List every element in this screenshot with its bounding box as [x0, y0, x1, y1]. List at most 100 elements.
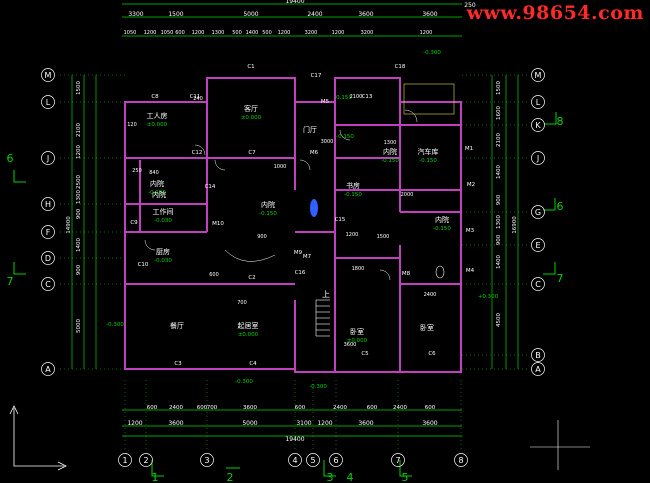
room-name: 厨房 [156, 247, 170, 256]
opening-label: C17 [311, 73, 322, 79]
inner-dimension: 840 [149, 170, 159, 176]
top-dim-row2: 3200 [305, 30, 318, 36]
axis-col-5 [306, 453, 320, 467]
opening-label: C18 [395, 64, 406, 70]
opening-label: M1 [465, 146, 473, 152]
top-dim-row1: 3600 [422, 11, 437, 18]
opening-label: M3 [466, 228, 475, 234]
room-elevation: -0.150 [344, 192, 362, 198]
room-elevation: ±0.000 [147, 122, 168, 128]
room-name: 汽车库 [418, 147, 439, 156]
top-dim-row1: 5000 [243, 11, 258, 18]
room-elevation: ±0.000 [347, 338, 368, 344]
room-name: 门厅 [303, 125, 317, 134]
axis-col-2 [139, 453, 153, 467]
bottom-dim-row1: 3600 [243, 405, 257, 411]
opening-label: C7 [248, 150, 256, 156]
room-elevation: -0.150 [148, 190, 166, 196]
axis-right-L [531, 95, 545, 109]
elevation-mark: -0.150 [334, 95, 352, 101]
top-dim-row2: 500 [262, 30, 272, 36]
room-name: 内院 [261, 200, 275, 209]
room-name: 工作间 [153, 207, 174, 216]
top-dim-row2: 1200 [144, 30, 157, 36]
opening-label: C12 [192, 150, 203, 156]
axis-left-C-label: C [45, 280, 51, 289]
section-mark: 8 [557, 115, 564, 128]
opening-label: M2 [467, 182, 475, 188]
left-dim: 2500 [76, 175, 82, 189]
axis-right-M [531, 68, 545, 82]
opening-label: C1 [247, 64, 254, 70]
axis-right-G-label: G [535, 208, 541, 217]
opening-label: C14 [205, 184, 216, 190]
room-elevation: ±0.000 [241, 115, 262, 121]
inner-dimension: 900 [257, 234, 267, 240]
opening-label: C15 [335, 217, 346, 223]
top-dim-row2: 1200 [332, 30, 345, 36]
room-elevation: -0.030 [154, 218, 172, 224]
right-dim: 1300 [496, 215, 502, 229]
inner-dimension: 120 [127, 122, 137, 128]
top-dim-row2: 1200 [278, 30, 291, 36]
axis-left-D [41, 251, 55, 265]
elevation-mark: -0.300 [235, 379, 253, 385]
inner-dimension: 1500 [377, 234, 390, 240]
opening-label: C8 [151, 94, 159, 100]
axis-right-M-label: M [535, 71, 542, 80]
bottom-dim-row1: 600 [425, 405, 436, 411]
top-dim-row2: 1300 [212, 30, 225, 36]
opening-label: M5 [321, 99, 330, 105]
top-dim-row2: 1400 [246, 30, 259, 36]
inner-dimension: 3000 [321, 139, 334, 145]
axis-right-B [531, 348, 545, 362]
axis-col-4 [288, 453, 302, 467]
stair-label: 上 [322, 290, 330, 299]
axis-right-L-label: L [536, 98, 541, 107]
axis-left-L [41, 95, 55, 109]
axis-col-3 [200, 453, 214, 467]
left-dim: 1300 [76, 190, 82, 204]
opening-label: C10 [138, 262, 149, 268]
top-dim-row1: 3600 [358, 11, 373, 18]
bottom-dim-row2: 1200 [317, 420, 332, 427]
left-total-dimension: 14900 [66, 216, 72, 234]
axis-right-J-label: J [536, 154, 539, 163]
right-total-dimension: 16900 [512, 216, 518, 234]
walls [124, 77, 462, 373]
top-dim-row1: 3300 [128, 11, 143, 18]
top-dim-row2: 1200 [420, 30, 433, 36]
room-elevation: ±0.000 [238, 332, 259, 338]
axis-right-C-label: C [535, 280, 541, 289]
room-elevation: -0.150 [433, 226, 451, 232]
axis-col-2-label: 2 [143, 456, 148, 465]
watermark: www.98654.com [466, 2, 644, 24]
ucs-icon [9, 405, 67, 471]
bottom-dim-row1: 600 [147, 405, 158, 411]
room-elevation: -0.150 [381, 158, 399, 164]
top-dim-row2: 500 [232, 30, 242, 36]
axis-col-4-label: 4 [292, 456, 297, 465]
room-name: 起居室 [238, 321, 259, 330]
opening-label: C11 [190, 94, 201, 100]
dimension-lines [60, 3, 528, 450]
axis-left-F [41, 225, 55, 239]
section-mark: 6 [557, 200, 564, 213]
opening-label: C6 [428, 351, 436, 357]
room-name: 内院 [150, 179, 164, 188]
top-dim-row2: 1200 [192, 30, 205, 36]
room-name: 内院 [152, 190, 166, 199]
axis-left-H [41, 197, 55, 211]
axis-right-K-label: K [535, 121, 541, 130]
opening-label: C16 [295, 270, 306, 276]
inner-dimension: 3600 [344, 342, 357, 348]
stair [315, 299, 330, 337]
bottom-dim-row2: 3600 [358, 420, 373, 427]
bottom-dim-row1: 2400 [393, 405, 407, 411]
bottom-dim-row1: 2400 [169, 405, 183, 411]
axis-right-J [531, 151, 545, 165]
elevation-mark: +0.300 [478, 294, 499, 300]
top-dim-row1: 2400 [307, 11, 322, 18]
inner-dimension: 700 [237, 300, 247, 306]
